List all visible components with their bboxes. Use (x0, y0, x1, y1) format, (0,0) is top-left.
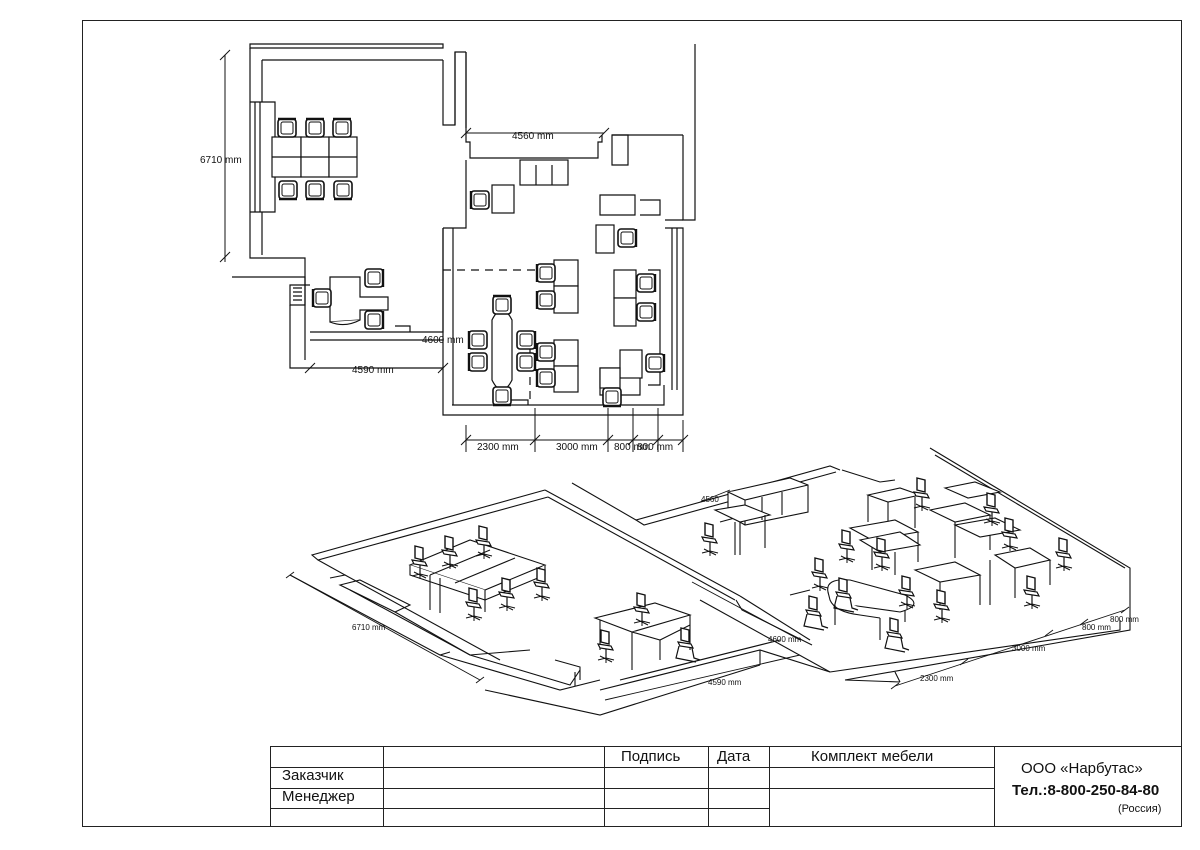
plan-dimension-lines (219, 49, 689, 452)
iso-dim-3000: 3000 mm (1012, 644, 1046, 653)
signature-header: Подпись (621, 748, 681, 765)
company-name: ООО «Нарбутас» (1021, 760, 1143, 777)
dim-partition-height: 4600 mm (422, 335, 464, 346)
plan-desks (271, 136, 643, 393)
dim-seg-800a: 800 mm (614, 442, 650, 453)
dim-left-room-height: 6710 mm (200, 155, 242, 166)
iso-dim-800b: 800 mm (1110, 615, 1139, 624)
dim-corridor-width: 4590 mm (352, 365, 394, 376)
iso-dim-2300: 2300 mm (920, 674, 954, 683)
tb-rule (708, 747, 709, 826)
tb-rule (271, 767, 994, 768)
iso-dim-corridor: 4590 mm (708, 678, 742, 687)
iso-dim-left-room: 6710 mm (352, 623, 386, 632)
isometric-floor (289, 447, 1131, 716)
isometric-desks (408, 477, 1052, 670)
dim-right-room-width: 4560 mm (512, 131, 554, 142)
company-country: (Россия) (1118, 803, 1162, 815)
iso-dim-right-room-width: 4560 (701, 495, 719, 504)
tb-rule (994, 747, 995, 826)
dim-seg-2300: 2300 mm (477, 442, 519, 453)
iso-dim-800a: 800 mm (1082, 623, 1111, 632)
dim-seg-3000: 3000 mm (556, 442, 598, 453)
tb-rule (271, 788, 994, 789)
tb-rule (383, 747, 384, 826)
floor-plan (232, 43, 696, 416)
company-phone: Тел.:8-800-250-84-80 (1012, 782, 1160, 799)
customer-label: Заказчик (282, 767, 344, 784)
title-block: Подпись Дата Комплект мебели Заказчик Ме… (270, 746, 1182, 827)
isometric-dimension-lines (285, 489, 1130, 701)
furniture-set-header: Комплект мебели (811, 748, 934, 765)
tb-rule (271, 808, 769, 809)
date-header: Дата (717, 748, 751, 765)
tb-rule (604, 747, 605, 826)
iso-dim-partition: 4600 mm (768, 635, 802, 644)
dim-seg-800b: 800 mm (637, 442, 673, 453)
manager-label: Менеджер (282, 788, 355, 805)
plan-dimension-labels: 6710 mm 4560 mm 4590 mm 4600 mm 2300 mm … (200, 131, 673, 453)
tb-rule (769, 747, 770, 826)
isometric-dimension-labels: 6710 mm 4590 mm 4600 mm 4560 2300 mm 300… (352, 495, 1139, 687)
